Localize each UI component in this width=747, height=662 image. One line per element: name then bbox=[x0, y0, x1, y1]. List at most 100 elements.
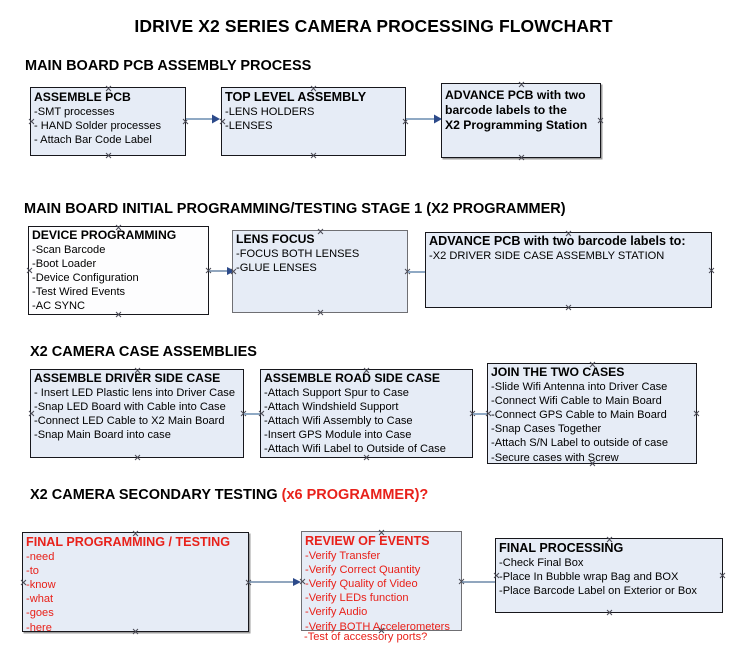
box-line: -Insert GPS Module into Case bbox=[264, 429, 412, 442]
box-title: JOIN THE TWO CASES bbox=[491, 365, 625, 379]
section-header-text: X2 CAMERA SECONDARY TESTING bbox=[30, 487, 282, 503]
box-line: -Check Final Box bbox=[499, 556, 584, 569]
box-advance-pcb-driver-side-case[interactable]: ADVANCE PCB with two barcode labels to: … bbox=[425, 232, 712, 308]
connector-handle-right[interactable] bbox=[693, 410, 700, 417]
connector-handle-left[interactable] bbox=[485, 410, 492, 417]
connector-handle-left[interactable] bbox=[28, 118, 35, 125]
connector-handle-left[interactable] bbox=[219, 118, 226, 125]
connector-handle-top[interactable] bbox=[606, 536, 613, 543]
section-header-main-board-initial-programming: MAIN BOARD INITIAL PROGRAMMING/TESTING S… bbox=[24, 201, 566, 217]
box-line: -GLUE LENSES bbox=[236, 261, 317, 274]
box-line: -Boot Loader bbox=[32, 257, 97, 270]
connector-handle-bottom[interactable] bbox=[134, 454, 141, 461]
box-line: -here bbox=[26, 621, 52, 634]
box-line: -Verify LEDs function bbox=[305, 592, 409, 605]
box-lens-focus[interactable]: LENS FOCUS -FOCUS BOTH LENSES -GLUE LENS… bbox=[232, 230, 408, 313]
box-title: ADVANCE PCB with two barcode labels to: bbox=[429, 234, 686, 248]
connector-handle-bottom[interactable] bbox=[132, 628, 139, 635]
connector-handle-bottom[interactable] bbox=[565, 304, 572, 311]
box-assemble-pcb[interactable]: ASSEMBLE PCB -SMT processes - HAND Solde… bbox=[30, 87, 186, 156]
connector-handle-right[interactable] bbox=[708, 267, 715, 274]
connector-handle-bottom[interactable] bbox=[606, 609, 613, 616]
connector-handle-top[interactable] bbox=[363, 367, 370, 374]
box-title: DEVICE PROGRAMMING bbox=[32, 228, 177, 242]
box-line: -Scan Barcode bbox=[32, 243, 106, 256]
connector-handle-bottom[interactable] bbox=[115, 311, 122, 318]
section-header-main-board-pcb-assembly: MAIN BOARD PCB ASSEMBLY PROCESS bbox=[25, 58, 311, 74]
box-line: -Attach Wifi Assembly to Case bbox=[264, 414, 413, 427]
box-line: -Place In Bubble wrap Bag and BOX bbox=[499, 570, 679, 583]
box-line: -AC SYNC bbox=[32, 300, 86, 313]
box-line: - HAND Solder processes bbox=[34, 119, 162, 132]
box-final-processing[interactable]: FINAL PROCESSING -Check Final Box -Place… bbox=[495, 538, 723, 613]
box-line: -Secure cases with Screw bbox=[491, 451, 619, 464]
connector-handle-top[interactable] bbox=[105, 85, 112, 92]
box-line: -Attach S/N Label to outside of case bbox=[491, 437, 668, 450]
box-line: -Snap Main Board into case bbox=[34, 429, 171, 442]
box-assemble-road-side-case[interactable]: ASSEMBLE ROAD SIDE CASE -Attach Support … bbox=[260, 369, 473, 458]
box-assemble-driver-side-case[interactable]: ASSEMBLE DRIVER SIDE CASE - Insert LED P… bbox=[30, 369, 244, 458]
connector-handle-top[interactable] bbox=[589, 361, 596, 368]
connector-handle-left[interactable] bbox=[258, 410, 265, 417]
section-header-x2-camera-secondary-testing: X2 CAMERA SECONDARY TESTING (x6 PROGRAMM… bbox=[30, 487, 428, 503]
box-device-programming[interactable]: DEVICE PROGRAMMING -Scan Barcode -Boot L… bbox=[28, 226, 209, 315]
connector-handle-top[interactable] bbox=[132, 530, 139, 537]
connector-handle-bottom[interactable] bbox=[363, 454, 370, 461]
box-line: -Verify Quality of Video bbox=[305, 577, 418, 590]
box-advance-pcb-programming-station[interactable]: ADVANCE PCB with two barcode labels to t… bbox=[441, 83, 601, 158]
box-line: -Snap LED Board with Cable into Case bbox=[34, 400, 226, 413]
box-review-of-events[interactable]: REVIEW OF EVENTS -Verify Transfer -Verif… bbox=[299, 529, 462, 633]
connector-handle-top[interactable] bbox=[115, 224, 122, 231]
connector-handle-left[interactable] bbox=[26, 267, 33, 274]
connector-handle-left[interactable] bbox=[20, 579, 27, 586]
box-line: -Verify Audio bbox=[305, 606, 368, 619]
box-title: FINAL PROCESSING bbox=[499, 541, 624, 555]
connector-handle-bottom[interactable] bbox=[317, 309, 324, 316]
connector-handle-left[interactable] bbox=[230, 268, 237, 275]
box-line: -Connect LED Cable to X2 Main Board bbox=[34, 414, 225, 427]
connector-handle-bottom[interactable] bbox=[105, 152, 112, 159]
connector-handle-bottom[interactable] bbox=[589, 460, 596, 467]
box-title: ASSEMBLE ROAD SIDE CASE bbox=[264, 371, 441, 385]
connector-handle-bottom[interactable] bbox=[518, 154, 525, 161]
connector-handle-top[interactable] bbox=[317, 228, 324, 235]
box-top-level-assembly[interactable]: TOP LEVEL ASSEMBLY -LENS HOLDERS -LENSES bbox=[221, 87, 406, 156]
section-header-text: X2 CAMERA CASE ASSEMBLIES bbox=[30, 344, 257, 360]
box-line: -Test Wired Events bbox=[32, 286, 126, 299]
arrow-final-programming-to-review-of-events bbox=[249, 578, 301, 586]
box-line: -need bbox=[26, 550, 55, 563]
connector-handle-left[interactable] bbox=[493, 572, 500, 579]
box-line: -to bbox=[26, 564, 39, 577]
review-of-events-overflow-line: -Test of accessory ports? bbox=[304, 631, 428, 643]
page-title: IDRIVE X2 SERIES CAMERA PROCESSING FLOWC… bbox=[134, 16, 613, 36]
connector-handle-right[interactable] bbox=[597, 117, 604, 124]
connector-handle-left[interactable] bbox=[299, 578, 306, 585]
box-final-programming-testing[interactable]: FINAL PROGRAMMING / TESTING -need -to -k… bbox=[20, 530, 249, 635]
box-line: -goes bbox=[26, 607, 54, 620]
box-line: barcode labels to the bbox=[445, 103, 567, 117]
box-title: FINAL PROGRAMMING / TESTING bbox=[26, 535, 231, 549]
box-line: -Attach Wifi Label to Outside of Case bbox=[264, 443, 446, 456]
connector-handle-top[interactable] bbox=[565, 230, 572, 237]
connector-handle-top[interactable] bbox=[378, 529, 385, 536]
box-line: -Verify Transfer bbox=[305, 549, 381, 562]
section-header-text: MAIN BOARD INITIAL PROGRAMMING/TESTING S… bbox=[24, 201, 566, 217]
connector-handle-bottom[interactable] bbox=[310, 152, 317, 159]
connector-handle-top[interactable] bbox=[310, 85, 317, 92]
box-line: -Attach Windshield Support bbox=[264, 400, 399, 413]
box-line: -Place Barcode Label on Exterior or Box bbox=[499, 584, 697, 597]
box-title: LENS FOCUS bbox=[236, 232, 315, 246]
box-line: -SMT processes bbox=[34, 105, 115, 118]
box-join-the-two-cases[interactable]: JOIN THE TWO CASES -Slide Wifi Antenna i… bbox=[487, 363, 697, 464]
box-line: - Attach Bar Code Label bbox=[34, 133, 152, 146]
box-title: ASSEMBLE PCB bbox=[34, 90, 131, 104]
box-line: -Connect GPS Cable to Main Board bbox=[491, 408, 667, 421]
box-line: -Attach Support Spur to Case bbox=[264, 386, 409, 399]
connector-handle-top[interactable] bbox=[518, 81, 525, 88]
connector-handle-left[interactable] bbox=[28, 410, 35, 417]
connector-handle-right[interactable] bbox=[719, 572, 726, 579]
box-line: -FOCUS BOTH LENSES bbox=[236, 247, 360, 260]
connector-handle-top[interactable] bbox=[134, 367, 141, 374]
box-line: - Insert LED Plastic lens into Driver Ca… bbox=[34, 386, 235, 399]
